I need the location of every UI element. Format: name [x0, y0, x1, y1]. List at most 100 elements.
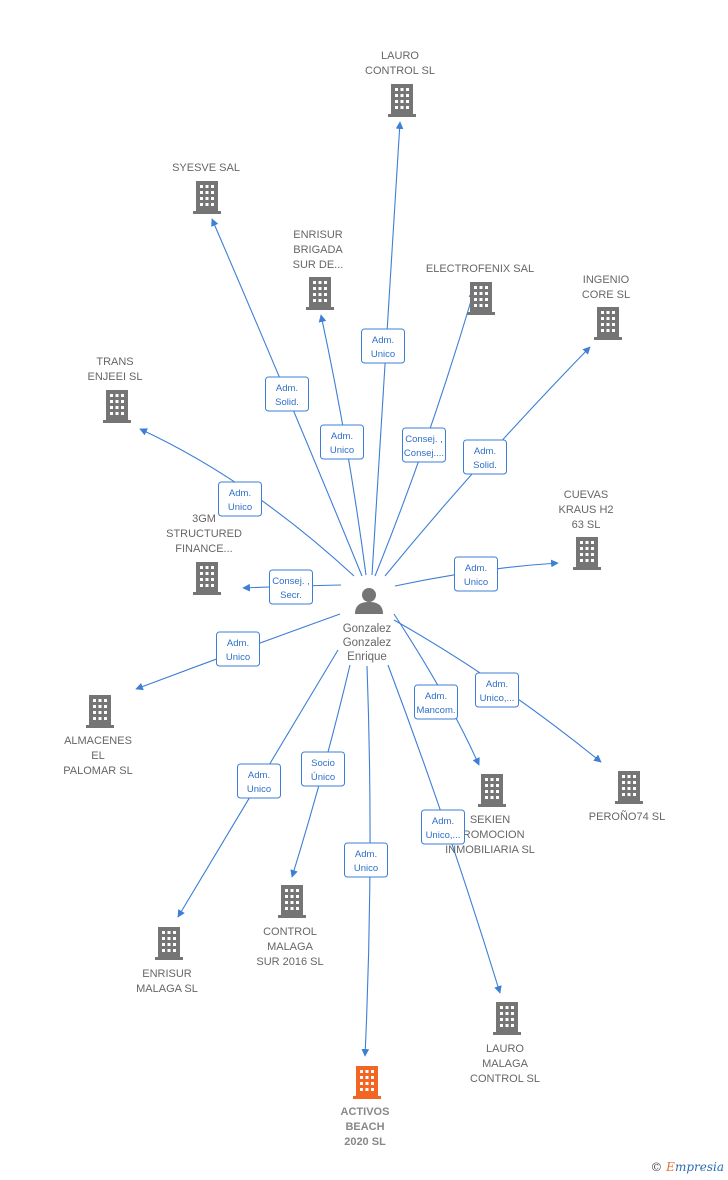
company-label-line-1: ACTIVOS	[341, 1106, 390, 1118]
company-label-line-1: ALMACENES	[64, 735, 132, 747]
role-text-line-1: Adm.	[474, 446, 496, 457]
role-badge-enrisur-brigada[interactable]: Adm.Unico	[320, 424, 364, 460]
company-label-line-3: 2020 SL	[344, 1136, 386, 1148]
building-icon	[615, 771, 643, 804]
company-node-lauro-malaga[interactable]: LAURO MALAGA CONTROL SL	[470, 1002, 540, 1085]
role-badge-frame	[475, 672, 519, 708]
role-text-line-2: Único	[311, 772, 335, 783]
footer-brand: © Empresia	[650, 1160, 724, 1174]
role-badge-frame	[361, 328, 405, 364]
role-text-line-1: Consej. ,	[272, 576, 310, 587]
role-badge-lauro-control[interactable]: Adm. Unico	[361, 328, 405, 364]
building-icon	[594, 307, 622, 340]
role-text-line-1: Consej. ,	[405, 434, 443, 445]
role-badge-frame	[402, 427, 446, 463]
company-label-line-2: CORE SL	[582, 289, 630, 301]
company-label-line-1: SYESVE SAL	[172, 162, 240, 174]
company-label-line-1: CONTROL	[263, 926, 317, 938]
company-node-enrisur-brigada[interactable]: ENRISUR BRIGADA SUR DE...	[293, 229, 344, 310]
company-label-line-1: LAURO	[486, 1043, 524, 1055]
role-text-line-2: Unico	[371, 349, 395, 360]
company-label-line-1: ENRISUR	[293, 229, 343, 241]
company-node-electrofenix[interactable]: ELECTROFENIX SAL	[426, 263, 534, 315]
company-label-line-3: SUR 2016 SL	[256, 956, 323, 968]
company-node-trans-enjeei[interactable]: TRANS ENJEEI SL	[87, 356, 143, 423]
role-badge-frame	[463, 439, 507, 475]
company-label-line-2: STRUCTURED	[166, 528, 242, 540]
company-label-line-1: CUEVAS	[564, 489, 608, 501]
role-badge-frame	[344, 842, 388, 878]
role-badge-ingenio-core[interactable]: Adm.Solid.	[463, 439, 507, 475]
role-badge-frame	[454, 556, 498, 592]
company-label-line-3: INMOBILIARIA SL	[445, 844, 535, 856]
company-label-line-2: MALAGA	[482, 1058, 529, 1070]
role-badge-frame	[421, 809, 465, 845]
company-label-line-1: 3GM	[192, 513, 216, 525]
company-label-line-1: PEROÑO74 SL	[589, 810, 665, 823]
building-icon	[306, 277, 334, 310]
role-badge-almacenes[interactable]: Adm.Unico	[216, 631, 260, 667]
role-badge-frame	[216, 631, 260, 667]
role-badge-3gm[interactable]: Consej. ,Secr.	[269, 569, 313, 605]
role-badge-enrisur-malaga[interactable]: Adm. Unico	[237, 763, 281, 799]
role-badge-electrofenix[interactable]: Consej. ,Consej....	[402, 427, 446, 463]
company-node-sekien[interactable]: SEKIEN PROMOCION INMOBILIARIA SL	[445, 774, 535, 856]
role-badge-peronio74[interactable]: Adm.Unico,...	[475, 672, 519, 708]
company-label-line-1: ENRISUR	[142, 968, 192, 980]
role-badge-frame	[269, 569, 313, 605]
role-badge-trans-enjeei[interactable]: Adm.Unico	[218, 481, 262, 517]
role-text-line-2: Unico	[226, 652, 250, 663]
company-label-line-2: BRIGADA	[293, 244, 343, 256]
role-text-line-2: Unico	[330, 445, 354, 456]
role-text-line-1: Adm.	[276, 383, 298, 394]
person-icon	[355, 588, 383, 614]
company-node-3gm[interactable]: 3GMSTRUCTUREDFINANCE...	[166, 513, 242, 595]
role-text-line-1: Adm.	[372, 335, 394, 346]
role-text-line-1: Adm.	[248, 770, 270, 781]
building-icon	[573, 537, 601, 570]
company-node-peronio74[interactable]: PEROÑO74 SL	[589, 771, 665, 823]
company-label-line-2: EL	[91, 750, 104, 762]
role-text-line-2: Unico	[464, 577, 488, 588]
company-label-line-1: TRANS	[96, 356, 133, 368]
role-badge-syesve[interactable]: Adm.Solid.	[265, 376, 309, 412]
company-label-line-1: SEKIEN	[470, 814, 510, 826]
role-badge-cuevas-kraus[interactable]: Adm. Unico	[454, 556, 498, 592]
company-label-line-3: CONTROL SL	[470, 1073, 540, 1085]
role-badge-lauro-malaga[interactable]: Adm.Unico,...	[421, 809, 465, 845]
building-icon	[467, 282, 495, 315]
person-name-line-2: Gonzalez	[343, 637, 392, 649]
company-label-line-2: MALAGA	[267, 941, 314, 953]
brand-name: mpresia	[674, 1160, 724, 1174]
building-icon	[493, 1002, 521, 1035]
role-badge-sekien[interactable]: Adm.Mancom.	[414, 684, 458, 720]
building-icon	[353, 1066, 381, 1099]
role-badge-activos-beach[interactable]: Adm.Unico	[344, 842, 388, 878]
role-text-line-2: Unico	[247, 784, 271, 795]
person-node[interactable]: Gonzalez Gonzalez Enrique	[343, 588, 392, 663]
role-text-line-1: Adm.	[432, 816, 454, 827]
company-node-control-malaga[interactable]: CONTROL MALAGA SUR 2016 SL	[256, 885, 324, 968]
role-text-line-1: Adm.	[486, 679, 508, 690]
brand-initial: E	[666, 1160, 675, 1174]
role-text-line-2: Unico	[228, 502, 252, 513]
role-text-line-2: Unico	[354, 863, 378, 874]
role-text-line-1: Adm.	[465, 563, 487, 574]
company-label-line-3: SUR DE...	[293, 259, 344, 271]
role-badge-frame	[265, 376, 309, 412]
company-label-line-2: ENJEEI SL	[87, 371, 142, 383]
person-name-line-3: Enrique	[347, 651, 387, 663]
building-icon	[86, 695, 114, 728]
company-label-line-2: PROMOCION	[455, 829, 524, 841]
person-name-line-1: Gonzalez	[343, 623, 392, 635]
building-icon	[478, 774, 506, 807]
company-node-syesve[interactable]: SYESVE SAL	[172, 162, 240, 214]
